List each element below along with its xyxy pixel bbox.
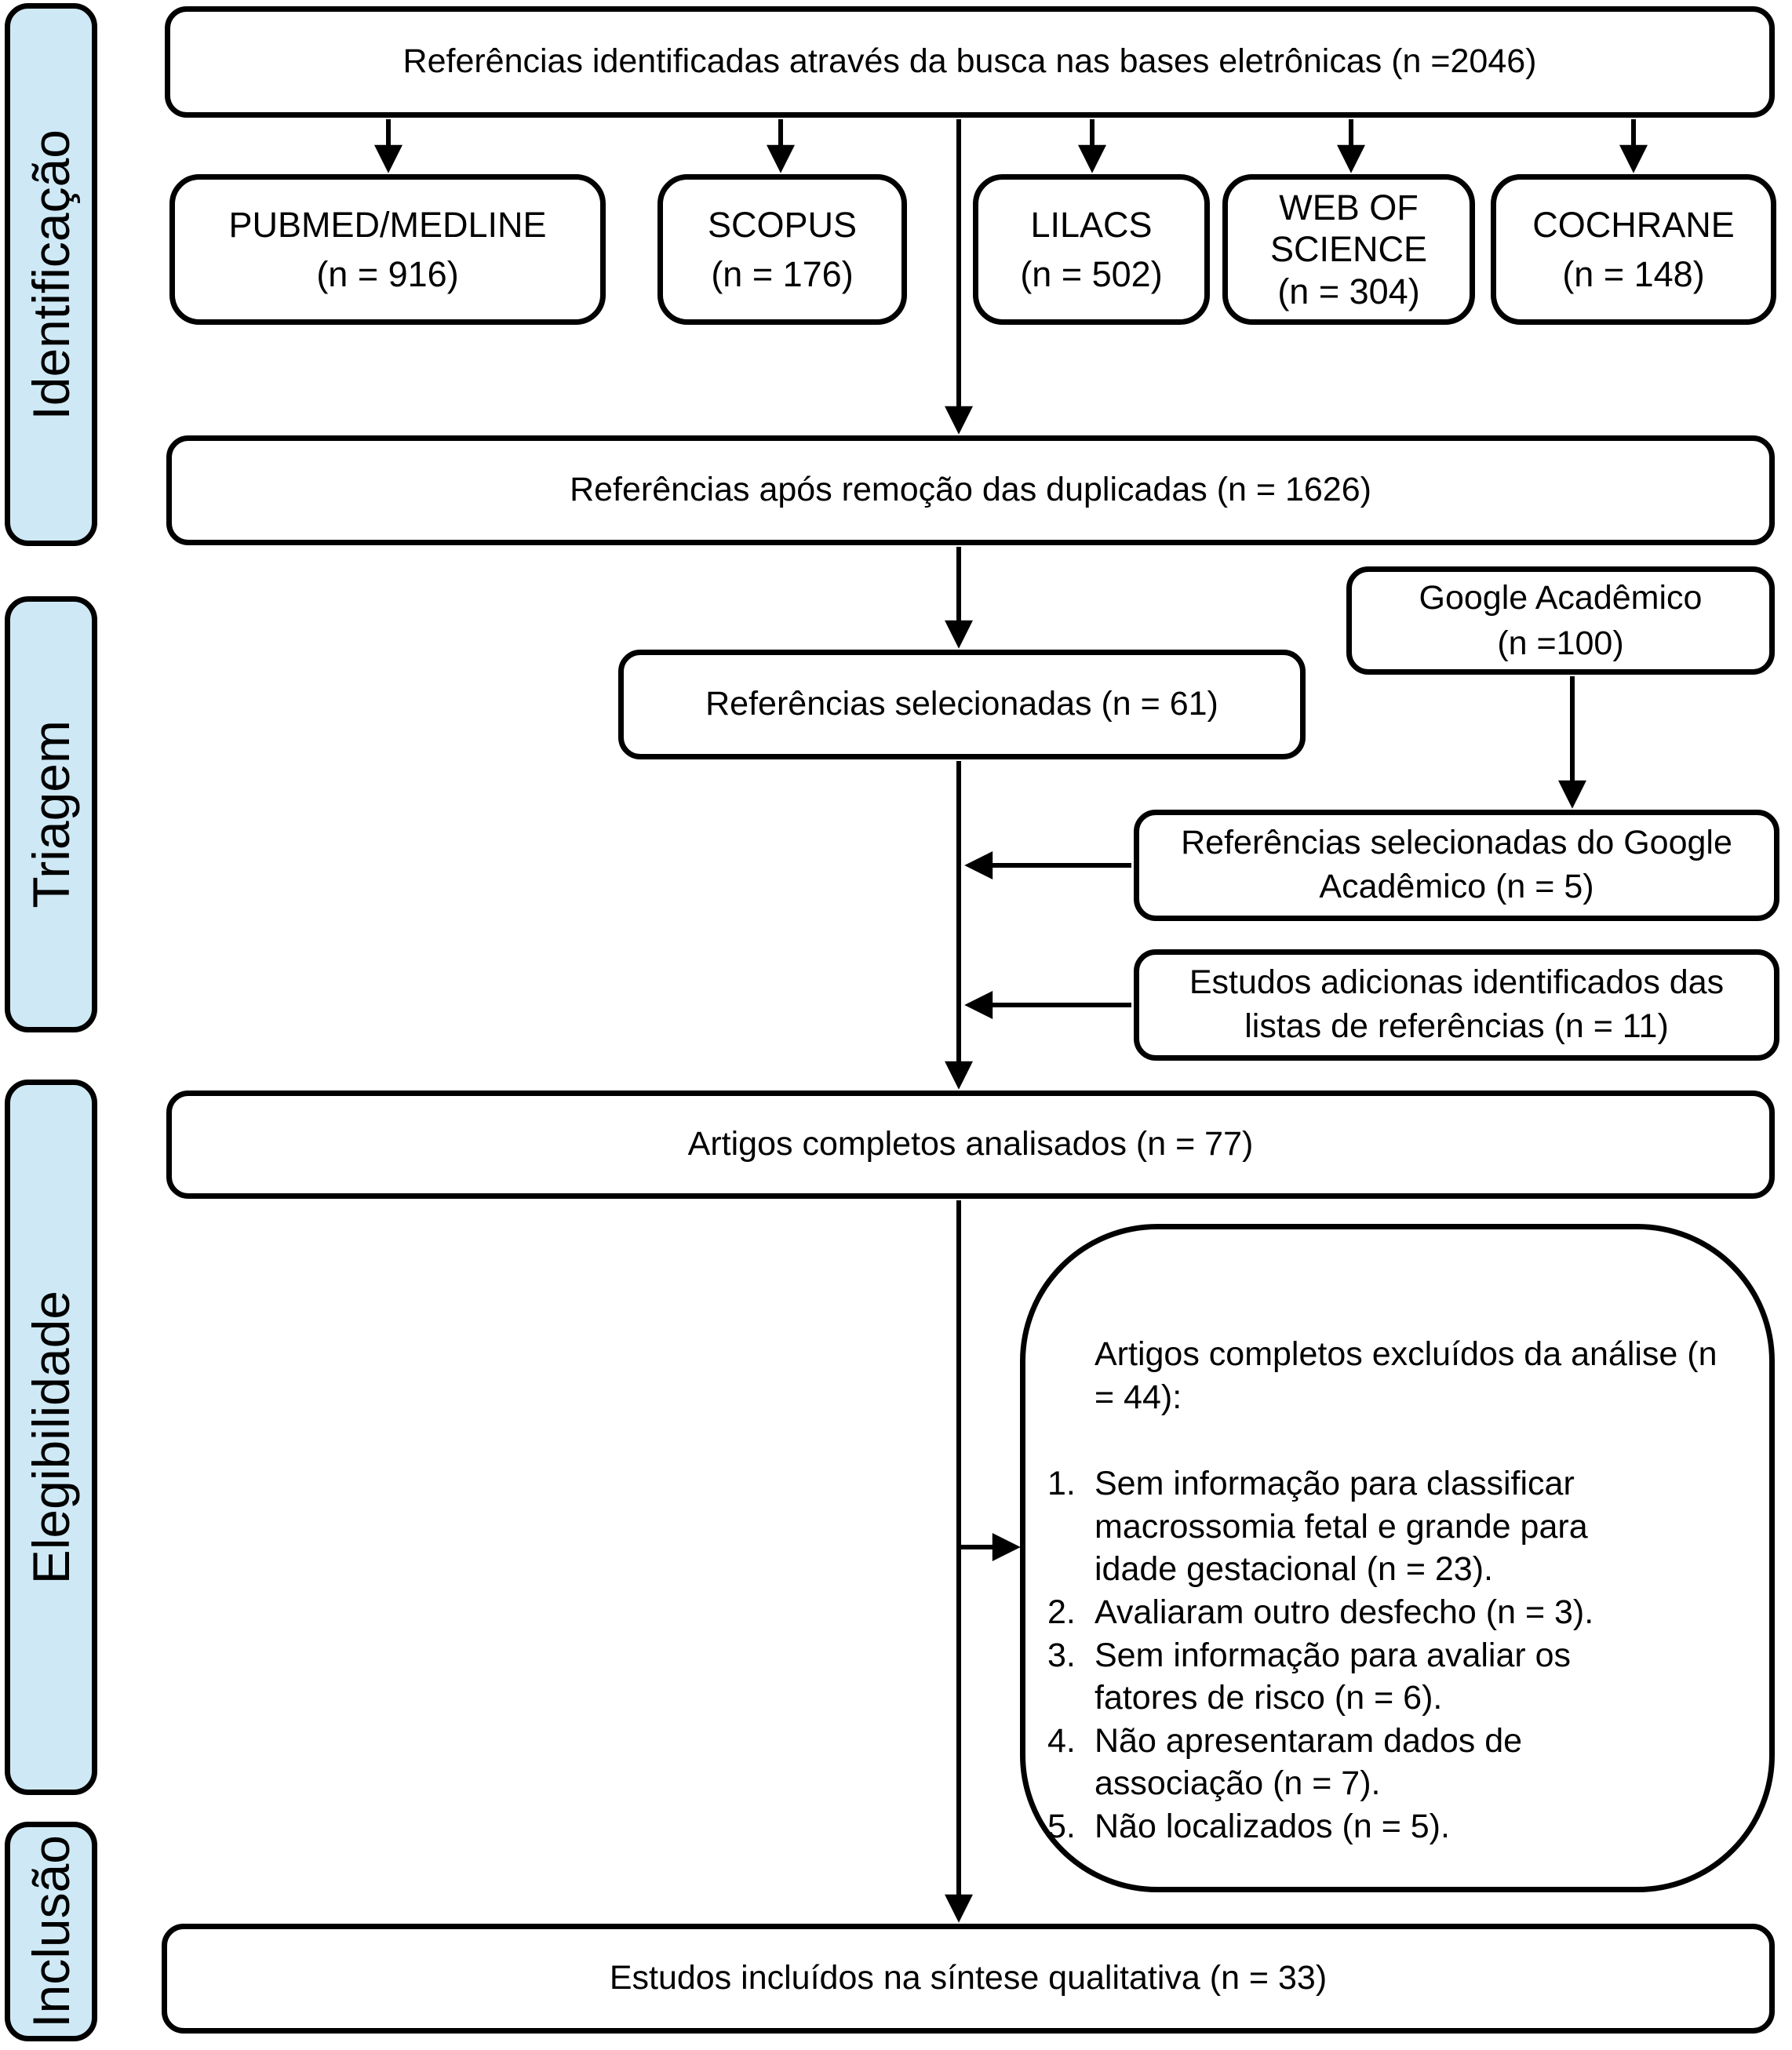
excluded-item-2-number: 2. — [1047, 1593, 1076, 1632]
box-pubmed-name: PUBMED/MEDLINE — [228, 205, 547, 245]
box-screened: Referências selecionadas (n = 61) — [618, 650, 1306, 759]
box-lilacs: LILACS (n = 502) — [973, 174, 1210, 325]
excluded-item-4-number: 4. — [1047, 1721, 1076, 1760]
box-web-of-science: WEB OF SCIENCE (n = 304) — [1222, 174, 1475, 325]
box-fulltext-analyzed-text: Artigos completos analisados (n = 77) — [687, 1125, 1254, 1163]
stage-inclusao: Inclusão — [5, 1822, 97, 2041]
box-deduplicated-text: Referências após remoção das duplicadas … — [570, 471, 1371, 509]
stage-triagem: Triagem — [5, 596, 97, 1032]
box-web-of-science-count: (n = 304) — [1277, 271, 1420, 311]
excluded-heading: Artigos completos excluídos da análise (… — [1095, 1335, 1717, 1416]
box-cochrane-count: (n = 148) — [1562, 254, 1705, 294]
box-included-text: Estudos incluídos na síntese qualitativa… — [609, 1959, 1328, 1997]
box-google-scholar: Google Acadêmico (n =100) — [1346, 566, 1775, 675]
excluded-item-5: 5. Não localizados (n = 5). — [1047, 1805, 1644, 1848]
box-lilacs-count: (n = 502) — [1020, 254, 1163, 294]
stage-identificacao-label: Identificação — [22, 129, 80, 421]
box-scopus-count: (n = 176) — [711, 254, 854, 294]
excluded-item-5-number: 5. — [1047, 1808, 1076, 1846]
box-google-scholar-name: Google Acadêmico — [1419, 578, 1703, 617]
stage-elegibilidade: Elegibilidade — [5, 1080, 97, 1795]
box-excluded: Artigos completos excluídos da análise (… — [1020, 1224, 1775, 1892]
excluded-item-4: 4. Não apresentaram dados de associação … — [1047, 1720, 1644, 1805]
box-screened-text: Referências selecionadas (n = 61) — [705, 685, 1218, 723]
excluded-item-1: 1. Sem informação para classificar macro… — [1047, 1462, 1644, 1591]
box-scopus-name: SCOPUS — [707, 205, 858, 245]
box-cochrane-name: COCHRANE — [1532, 205, 1735, 245]
excluded-item-3-text: Sem informação para avaliar os fatores d… — [1095, 1636, 1572, 1717]
box-google-selected: Referências selecionadas do Google Acadê… — [1134, 810, 1779, 921]
stage-identificacao: Identificação — [5, 3, 97, 546]
excluded-item-2-text: Avaliaram outro desfecho (n = 3). — [1095, 1593, 1594, 1632]
box-scopus: SCOPUS (n = 176) — [657, 174, 907, 325]
stage-triagem-label: Triagem — [22, 720, 80, 908]
box-lilacs-name: LILACS — [1030, 205, 1153, 245]
box-google-selected-text: Referências selecionadas do Google Acadê… — [1181, 824, 1732, 905]
box-pubmed: PUBMED/MEDLINE (n = 916) — [169, 174, 606, 325]
excluded-item-2: 2. Avaliaram outro desfecho (n = 3). — [1047, 1591, 1644, 1634]
box-cochrane: COCHRANE (n = 148) — [1491, 174, 1776, 325]
box-fulltext-analyzed: Artigos completos analisados (n = 77) — [166, 1091, 1775, 1199]
excluded-item-1-number: 1. — [1047, 1465, 1076, 1503]
box-deduplicated: Referências após remoção das duplicadas … — [166, 435, 1775, 545]
stage-elegibilidade-label: Elegibilidade — [22, 1290, 80, 1585]
box-pubmed-count: (n = 916) — [316, 254, 459, 294]
excluded-item-3: 3. Sem informação para avaliar os fatore… — [1047, 1634, 1644, 1720]
excluded-item-1-text: Sem informação para classificar macrosso… — [1095, 1465, 1588, 1589]
box-web-of-science-name: WEB OF SCIENCE — [1269, 188, 1428, 270]
box-additional-studies: Estudos adicionas identificados das list… — [1134, 949, 1779, 1061]
excluded-item-3-number: 3. — [1047, 1636, 1076, 1674]
box-additional-studies-text: Estudos adicionas identificados das list… — [1189, 963, 1725, 1045]
box-google-scholar-count: (n =100) — [1497, 624, 1624, 662]
stage-inclusao-label: Inclusão — [22, 1835, 80, 2028]
excluded-item-4-text: Não apresentaram dados de associação (n … — [1095, 1721, 1523, 1803]
box-identified-references-text: Referências identificadas através da bus… — [402, 42, 1537, 81]
excluded-item-5-text: Não localizados (n = 5). — [1095, 1808, 1450, 1846]
box-identified-references: Referências identificadas através da bus… — [165, 6, 1775, 118]
box-included: Estudos incluídos na síntese qualitativa… — [162, 1924, 1775, 2034]
